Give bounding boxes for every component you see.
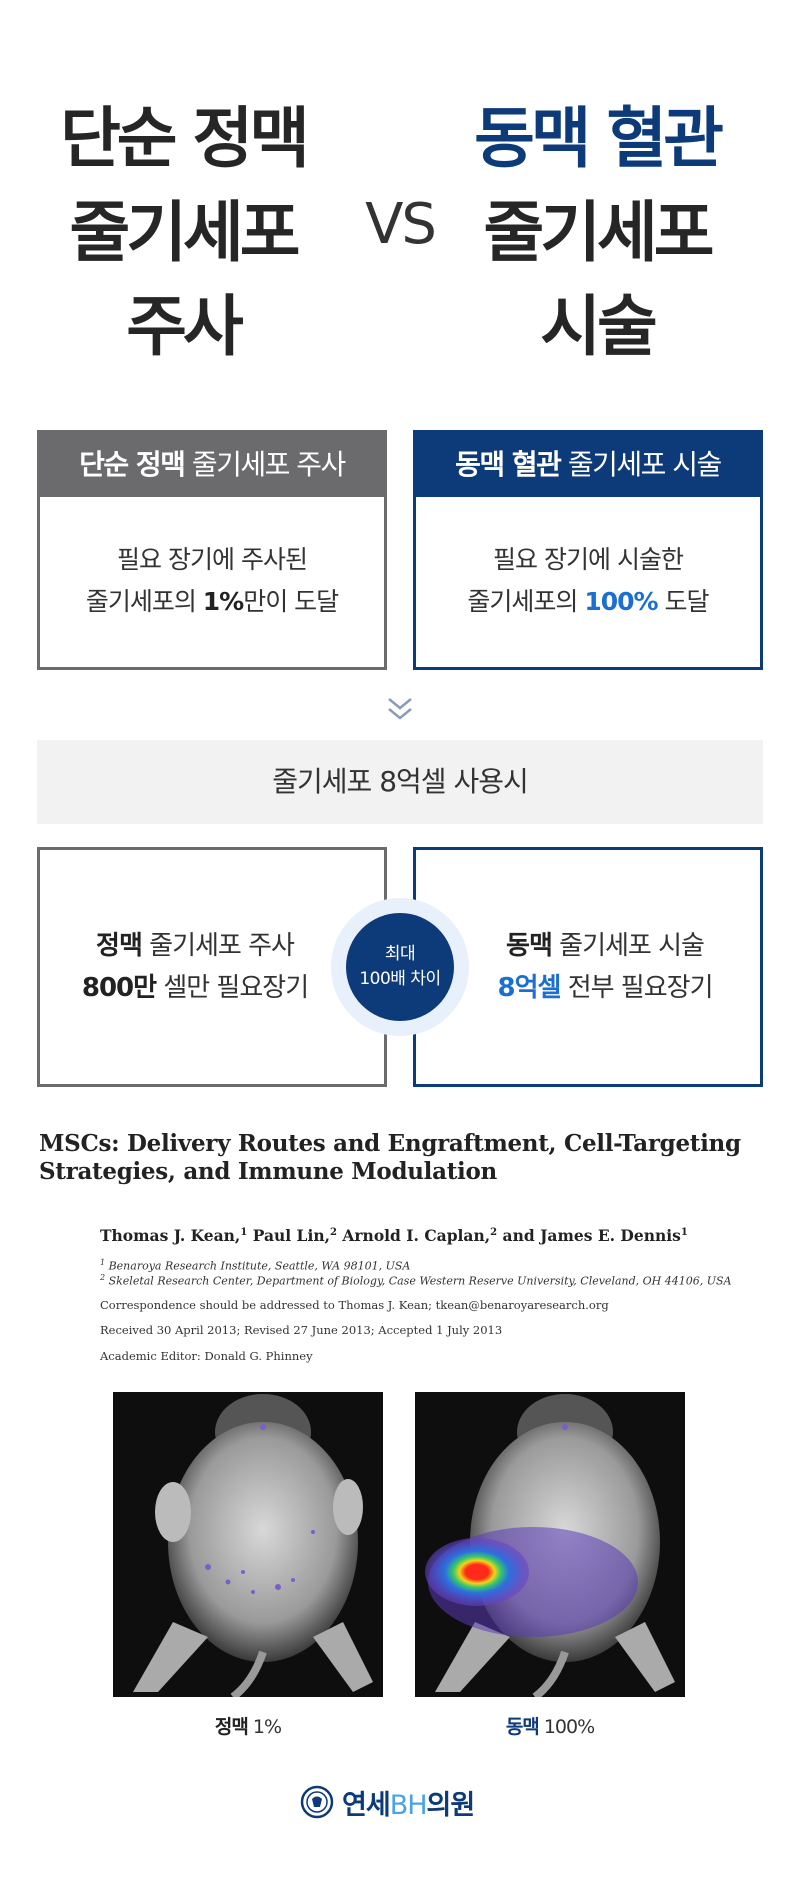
artery-box-line1: 필요 장기에 시술한 <box>493 545 684 574</box>
clinic-name-pre: 연세 <box>342 1789 391 1821</box>
artery-box-line2-pre: 줄기세포의 <box>467 587 585 616</box>
vein-box-header-rest: 줄기세포 주사 <box>191 448 346 481</box>
difference-badge: 최대 100배 차이 <box>346 913 454 1021</box>
paper-received: Received 30 April 2013; Revised 27 June … <box>100 1323 503 1337</box>
hero-right-heading: 동맥 혈관 줄기세포 시술 <box>432 92 762 374</box>
author-2: Paul Lin, <box>247 1226 330 1245</box>
artery-box-header-bold: 동맥 혈관 <box>455 448 562 481</box>
hero-vs: VS <box>365 192 437 257</box>
author-1-sup: 1 <box>240 1226 248 1238</box>
clinic-name: 연세BH의원 <box>342 1783 476 1822</box>
vein-mouse-image <box>113 1392 383 1697</box>
vein-cells-box: 정맥 줄기세포 주사 800만 셀만 필요장기 <box>37 847 387 1087</box>
vein-caption-bold: 정맥 <box>214 1716 249 1738</box>
artery-cells-line2: 8억셀 전부 필요장기 <box>497 967 714 1009</box>
artery-box-header: 동맥 혈관 줄기세포 시술 <box>416 433 760 497</box>
vein-box-line2-pre: 줄기세포의 <box>85 587 203 616</box>
vein-box-line2: 줄기세포의 1%만이 도달 <box>40 581 384 623</box>
author-1: Thomas J. Kean, <box>100 1226 241 1245</box>
artery-box-percent: 100% <box>584 587 658 616</box>
affil2-sup: 2 <box>100 1273 106 1282</box>
paper-editor: Academic Editor: Donald G. Phinney <box>100 1349 313 1363</box>
vein-box-header-bold: 단순 정맥 <box>79 448 186 481</box>
artery-cells-l2-bold: 8억셀 <box>497 973 562 1003</box>
author-4: and James E. Dennis <box>497 1226 681 1245</box>
badge-line1: 최대 <box>384 944 416 964</box>
artery-cells-l2-rest: 전부 필요장기 <box>560 973 714 1003</box>
author-2-sup: 2 <box>330 1226 337 1238</box>
paper-title-line2: Strategies, and Immune Modulation <box>39 1158 497 1185</box>
artery-caption-bold: 동맥 <box>505 1716 540 1738</box>
vein-compare-box: 단순 정맥 줄기세포 주사 필요 장기에 주사된 줄기세포의 1%만이 도달 <box>37 430 387 670</box>
paper-title: MSCs: Delivery Routes and Engraftment, C… <box>39 1130 779 1186</box>
author-3: Arnold I. Caplan, <box>336 1226 491 1245</box>
paper-affiliation-2: 2 Skeletal Research Center, Department o… <box>100 1273 790 1288</box>
paper-title-line1: MSCs: Delivery Routes and Engraftment, C… <box>39 1130 741 1157</box>
hero-right-line1: 동맥 혈관 <box>474 100 724 177</box>
artery-cells-l1-bold: 동맥 <box>506 931 553 961</box>
artery-image-caption: 동맥 100% <box>415 1712 685 1739</box>
paper-correspondence: Correspondence should be addressed to Th… <box>100 1298 609 1312</box>
usage-label-bar: 줄기세포 8억셀 사용시 <box>37 740 763 824</box>
badge-line2: 100배 차이 <box>359 969 441 989</box>
vein-image-caption: 정맥 1% <box>113 1712 383 1739</box>
artery-box-line2-post: 도달 <box>657 587 710 616</box>
artery-cells-l1-rest: 줄기세포 시술 <box>551 931 705 961</box>
vein-box-line2-post: 만이 도달 <box>243 587 339 616</box>
vein-cells-l1-rest: 줄기세포 주사 <box>141 931 295 961</box>
hero-right-line2: 줄기세포 <box>483 194 715 271</box>
vein-box-header: 단순 정맥 줄기세포 주사 <box>40 433 384 497</box>
hero-left-line1: 단순 정맥 <box>60 100 310 177</box>
hero-right-line3: 시술 <box>540 288 657 365</box>
artery-compare-box: 동맥 혈관 줄기세포 시술 필요 장기에 시술한 줄기세포의 100% 도달 <box>413 430 763 670</box>
affil2-text: Skeletal Research Center, Department of … <box>105 1274 732 1288</box>
artery-box-body: 필요 장기에 시술한 줄기세포의 100% 도달 <box>416 497 760 623</box>
vein-box-line1: 필요 장기에 주사된 <box>117 545 308 574</box>
vein-cells-l2-bold: 800만 <box>81 973 157 1003</box>
double-chevron-down-icon <box>386 696 414 726</box>
vein-cells-l2-rest: 셀만 필요장기 <box>156 973 309 1003</box>
vein-box-percent: 1% <box>202 587 244 616</box>
vein-cells-l1-bold: 정맥 <box>96 931 143 961</box>
hero-left-heading: 단순 정맥 줄기세포 주사 <box>18 92 348 374</box>
vein-cells-line2: 800만 셀만 필요장기 <box>81 967 309 1009</box>
artery-cells-line1: 동맥 줄기세포 시술 <box>506 925 705 967</box>
affil1-text: Benaroya Research Institute, Seattle, WA… <box>105 1259 411 1273</box>
artery-caption-rest: 100% <box>538 1716 595 1738</box>
author-4-sup: 1 <box>680 1226 688 1238</box>
author-3-sup: 2 <box>490 1226 498 1238</box>
vein-box-body: 필요 장기에 주사된 줄기세포의 1%만이 도달 <box>40 497 384 623</box>
artery-box-line2: 줄기세포의 100% 도달 <box>416 581 760 623</box>
vein-cells-line1: 정맥 줄기세포 주사 <box>96 925 295 967</box>
hero-left-line3: 주사 <box>126 288 243 365</box>
paper-affiliation-1: 1 Benaroya Research Institute, Seattle, … <box>100 1258 790 1273</box>
clinic-logo: 연세BH의원 <box>300 1780 520 1824</box>
artery-box-header-rest: 줄기세포 시술 <box>567 448 722 481</box>
paper-authors: Thomas J. Kean,1 Paul Lin,2 Arnold I. Ca… <box>100 1226 780 1245</box>
clinic-name-post: 의원 <box>426 1789 476 1821</box>
clinic-emblem-icon <box>300 1785 334 1819</box>
artery-mouse-image <box>415 1392 685 1697</box>
clinic-name-bh: BH <box>389 1789 428 1821</box>
vein-caption-rest: 1% <box>247 1716 282 1738</box>
hero-left-line2: 줄기세포 <box>69 194 301 271</box>
affil1-sup: 1 <box>100 1258 106 1267</box>
artery-cells-box: 동맥 줄기세포 시술 8억셀 전부 필요장기 <box>413 847 763 1087</box>
